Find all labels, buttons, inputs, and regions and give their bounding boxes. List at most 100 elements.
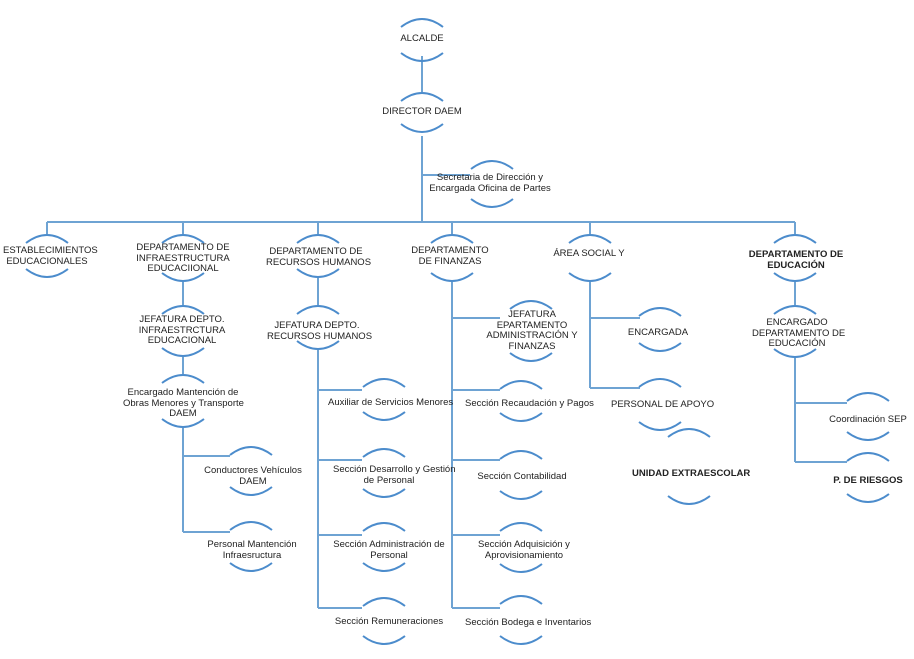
encargada-top-arc — [638, 307, 682, 317]
bodega-top-arc — [499, 595, 543, 605]
node-auxiliar-servicios-label: Auxiliar de Servicios Menores — [328, 397, 454, 408]
node-personal-apoyo-label: PERSONAL DE APOYO — [611, 399, 715, 410]
node-jefatura-rrhh: JEFATURA DEPTO.RECURSOS HUMANOS — [267, 320, 373, 342]
encargado-mantencion-bottom-arc — [161, 418, 205, 428]
depto-rrhh-top-arc — [296, 234, 340, 244]
jefatura-infra-bottom-arc — [161, 347, 205, 357]
node-seccion-contabilidad-label: Sección Contabilidad — [477, 471, 567, 482]
conductores-bottom-arc — [229, 486, 273, 496]
depto-infra-bottom-arc — [161, 272, 205, 282]
node-unidad-extraescolar: UNIDAD EXTRAESCOLAR — [632, 468, 751, 480]
node-area-social: ÁREA SOCIAL Y — [552, 248, 626, 260]
personal-mantencion-top-arc — [229, 521, 273, 531]
recaudacion-top-arc — [499, 380, 543, 390]
auxiliar-top-arc — [362, 378, 406, 388]
depto-infra-top-arc — [161, 234, 205, 244]
node-p-riesgos: P. DE RIESGOS — [830, 475, 906, 487]
node-p-riesgos-label: P. DE RIESGOS — [833, 475, 903, 486]
adquisicion-bottom-arc — [499, 563, 543, 573]
depto-educacion-bottom-arc — [773, 272, 817, 282]
jefatura-finanzas-bottom-arc — [509, 352, 553, 362]
unidad-extraescolar-top-arc — [667, 428, 711, 438]
node-personal-apoyo: PERSONAL DE APOYO — [611, 399, 715, 411]
p-riesgos-bottom-arc — [846, 493, 890, 503]
node-seccion-bodega-label: Sección Bodega e Inventarios — [465, 617, 592, 628]
alcalde-top-arc — [400, 18, 444, 28]
node-seccion-recaudacion-label: Sección Recaudación y Pagos — [465, 398, 594, 409]
jefatura-rrhh-bottom-arc — [296, 340, 340, 350]
node-director-daem: DIRECTOR DAEM — [377, 106, 467, 118]
personal-apoyo-bottom-arc — [638, 421, 682, 431]
node-seccion-remuneraciones: Sección Remuneraciones — [333, 616, 445, 628]
remuneraciones-bottom-arc — [362, 635, 406, 645]
depto-educacion-top-arc — [773, 234, 817, 244]
desarrollo-bottom-arc — [362, 488, 406, 498]
p-riesgos-top-arc — [846, 452, 890, 462]
depto-finanzas-top-arc — [430, 234, 474, 244]
node-jefatura-rrhh-label: JEFATURA DEPTO.RECURSOS HUMANOS — [267, 320, 373, 342]
coordinacion-sep-top-arc — [846, 392, 890, 402]
unidad-extraescolar-bottom-arc — [667, 495, 711, 505]
node-seccion-contabilidad: Sección Contabilidad — [472, 471, 572, 483]
personal-apoyo-top-arc — [638, 378, 682, 388]
jefatura-finanzas-top-arc — [509, 300, 553, 310]
adquisicion-top-arc — [499, 522, 543, 532]
auxiliar-bottom-arc — [362, 411, 406, 421]
encargado-educacion-top-arc — [773, 305, 817, 315]
node-encargada: ENCARGADA — [626, 327, 690, 339]
personal-mantencion-bottom-arc — [229, 562, 273, 572]
encargado-mantencion-top-arc — [161, 374, 205, 384]
node-coordinacion-sep: Coordinación SEP — [826, 414, 910, 426]
director-bottom-arc — [400, 123, 444, 133]
node-unidad-extraescolar-label: UNIDAD EXTRAESCOLAR — [632, 468, 751, 479]
alcalde-bottom-arc — [400, 52, 444, 62]
node-alcalde: ALCALDE — [395, 33, 449, 45]
node-seccion-bodega: Sección Bodega e Inventarios — [465, 617, 592, 629]
node-encargada-label: ENCARGADA — [627, 327, 689, 338]
conductores-top-arc — [229, 446, 273, 456]
establecimientos-top-arc — [25, 234, 69, 244]
contabilidad-top-arc — [499, 450, 543, 460]
director-top-arc — [400, 92, 444, 102]
jefatura-infra-top-arc — [161, 305, 205, 315]
node-alcalde-label: ALCALDE — [400, 33, 444, 44]
jefatura-rrhh-top-arc — [296, 305, 340, 315]
depto-finanzas-bottom-arc — [430, 272, 474, 282]
desarrollo-top-arc — [362, 448, 406, 458]
contabilidad-bottom-arc — [499, 490, 543, 500]
node-auxiliar-servicios: Auxiliar de Servicios Menores — [328, 397, 454, 409]
secretaria-top-arc — [470, 160, 514, 170]
node-director-daem-label: DIRECTOR DAEM — [382, 106, 462, 117]
bodega-bottom-arc — [499, 635, 543, 645]
remuneraciones-top-arc — [362, 597, 406, 607]
node-area-social-label: ÁREA SOCIAL Y — [553, 248, 625, 259]
administracion-bottom-arc — [362, 562, 406, 572]
encargado-educacion-bottom-arc — [773, 348, 817, 358]
